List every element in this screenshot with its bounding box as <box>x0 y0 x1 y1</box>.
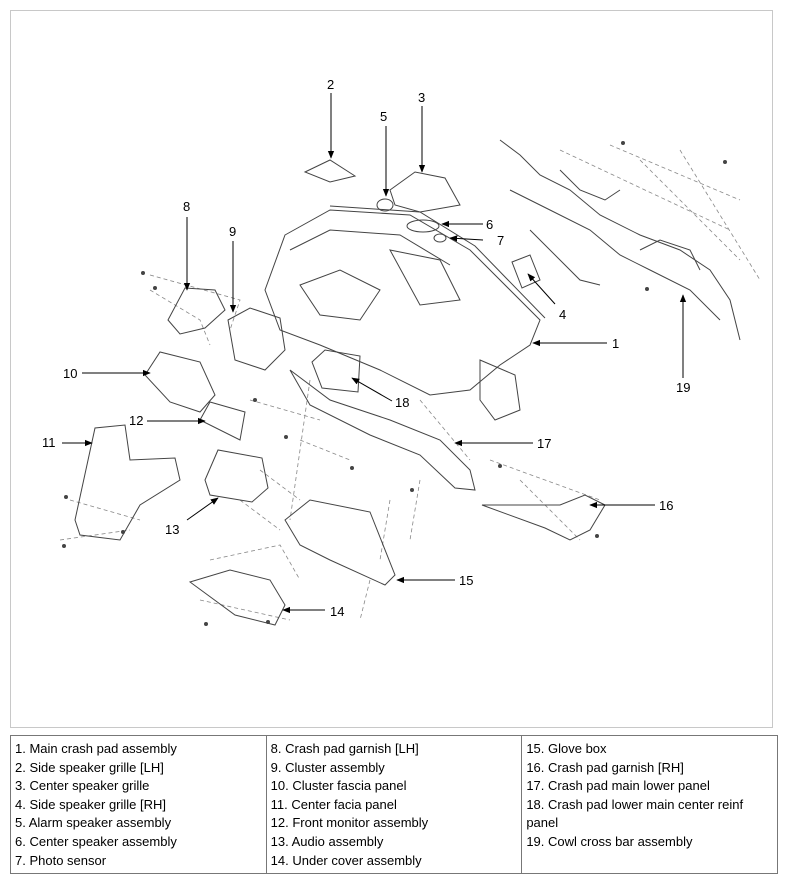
crash-pad-top-edge <box>329 205 546 319</box>
fasteners <box>62 141 727 626</box>
legend-item: 15. Glove box <box>526 741 607 756</box>
main-crash-pad-shape <box>264 209 541 396</box>
parts <box>74 139 741 626</box>
legend-item: 12. Front monitor assembly <box>270 815 429 831</box>
callout-12: 12 <box>129 413 144 428</box>
side-speaker-grille-rh-shape <box>511 254 541 289</box>
diagram-frame <box>10 10 773 728</box>
callout-9: 9 <box>229 224 237 239</box>
legend-item: 17. Crash pad main lower panel <box>526 778 710 794</box>
callout-1: 1 <box>612 336 620 351</box>
legend-column-1: 1. Main crash pad assembly 2. Side speak… <box>10 735 267 874</box>
assembly-guide-lines <box>59 144 761 621</box>
legend-item: 14. Under cover assembly <box>270 852 422 868</box>
cluster-fascia-panel-shape <box>144 351 216 413</box>
crash-pad-garnish-lh-shape <box>167 287 226 335</box>
callout-13: 13 <box>165 522 180 537</box>
legend-item: 13. Audio assembly <box>270 833 384 849</box>
photo-sensor-shape <box>433 233 447 243</box>
legend-item: 16. Crash pad garnish [RH] <box>526 759 684 775</box>
legend-item: 8. Crash pad garnish [LH] <box>270 741 419 756</box>
callout-10: 10 <box>63 366 78 381</box>
exploded-parts-diagram <box>59 93 761 626</box>
legend-item: 6. Center speaker assembly <box>15 833 177 849</box>
cowl-cross-bar-shape <box>499 139 741 341</box>
callout-15: 15 <box>459 573 474 588</box>
lower-center-reinf-shape <box>311 349 361 393</box>
legend-item: 5. Alarm speaker assembly <box>15 815 172 831</box>
legend-item: 4. Side speaker grille [RH] <box>15 796 167 812</box>
main-lower-panel-shape <box>289 369 476 491</box>
side-speaker-grille-lh-shape <box>303 159 357 183</box>
callout-19: 19 <box>676 380 691 395</box>
callout-17: 17 <box>537 436 552 451</box>
callout-6: 6 <box>486 217 494 232</box>
legend-item: 1. Main crash pad assembly <box>15 741 177 756</box>
callout-3: 3 <box>418 90 426 105</box>
audio-assembly-shape <box>204 449 269 503</box>
center-facia-panel-shape <box>74 424 181 541</box>
callout-5: 5 <box>380 109 388 124</box>
legend-item: 2. Side speaker grille [LH] <box>15 759 164 775</box>
under-cover-shape <box>188 569 286 626</box>
callout-4: 4 <box>559 307 567 322</box>
legend-item: 7. Photo sensor <box>15 852 107 868</box>
callout-2: 2 <box>327 77 335 92</box>
legend-item: 11. Center facia panel <box>270 796 397 812</box>
callout-8: 8 <box>183 199 191 214</box>
crash-pad-garnish-rh-shape <box>481 494 606 541</box>
leader-arrows <box>62 93 687 614</box>
cluster-assembly-shape <box>227 307 286 371</box>
legend-column-3: 15. Glove box 16. Crash pad garnish [RH]… <box>521 735 778 874</box>
legend-column-2: 8. Crash pad garnish [LH] 9. Cluster ass… <box>265 735 523 874</box>
glove-box-shape <box>284 499 396 586</box>
center-speaker-shape <box>406 219 440 233</box>
legend-item: 9. Cluster assembly <box>270 759 385 775</box>
callout-7: 7 <box>497 233 505 248</box>
legend-item: 18. Crash pad lower main center reinf pa… <box>526 796 744 831</box>
alarm-speaker-shape <box>376 198 394 212</box>
callout-11: 11 <box>42 435 56 450</box>
callout-16: 16 <box>659 498 674 513</box>
center-speaker-grille-shape <box>389 171 461 213</box>
callout-14: 14 <box>330 604 345 619</box>
legend-item: 10. Cluster fascia panel <box>270 778 407 794</box>
legend-item: 3. Center speaker grille <box>15 778 150 794</box>
legend-item: 19. Cowl cross bar assembly <box>526 833 693 849</box>
front-monitor-shape <box>199 401 246 441</box>
parts-legend-table: 1. Main crash pad assembly 2. Side speak… <box>10 735 778 874</box>
callout-18: 18 <box>395 395 410 410</box>
